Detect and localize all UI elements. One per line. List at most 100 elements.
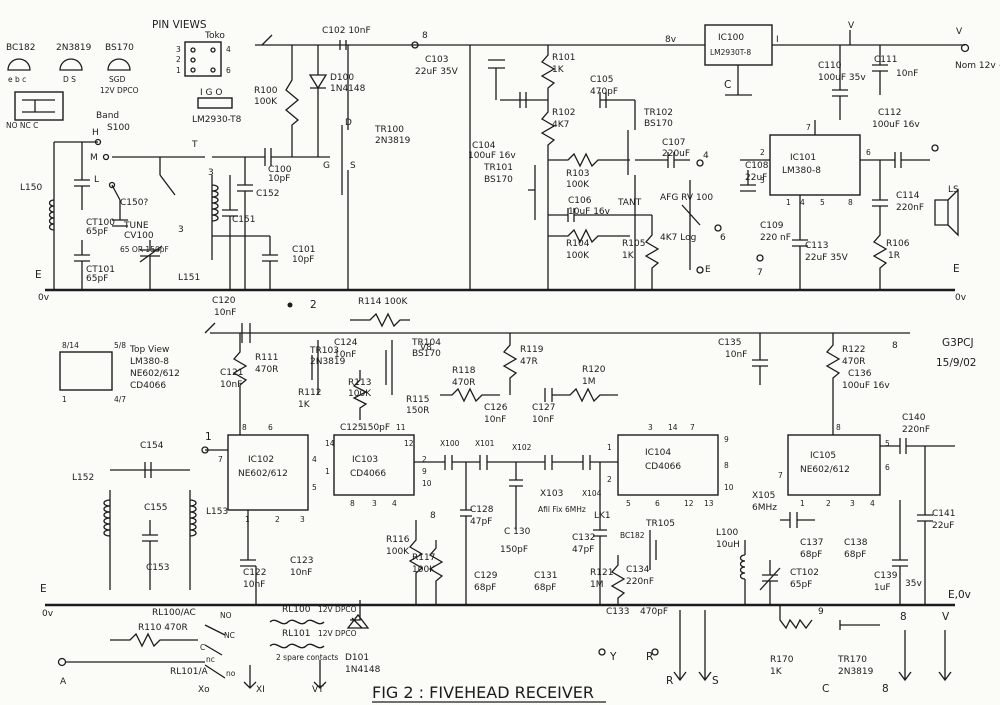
ls-label: LS — [948, 185, 959, 195]
ct100-label: CT100 — [86, 218, 115, 228]
c107-value: 220uF — [662, 149, 690, 159]
c137-label: C137 — [800, 538, 823, 548]
net-S-bottom: S — [712, 675, 719, 687]
band-switch-contact-L[interactable] — [108, 181, 116, 189]
c141-symbol — [917, 446, 933, 605]
r106-label: R106 — [886, 239, 910, 249]
c151-symbol — [222, 175, 238, 290]
terminal-8-top[interactable] — [411, 41, 419, 49]
l152-coil — [103, 490, 111, 590]
terminal-4[interactable] — [696, 159, 704, 167]
tr100-part: 2N3819 — [375, 136, 411, 146]
ic104-pin: 6 — [655, 499, 660, 508]
net-2: 2 — [310, 299, 317, 311]
r117-label: R117 — [412, 553, 435, 563]
tr105-symbol — [649, 530, 657, 570]
r101-label: R101 — [552, 53, 575, 63]
c100-symbol — [212, 148, 330, 166]
net-D-tr100: D — [345, 118, 352, 128]
l150-wire — [53, 141, 98, 290]
c107-symbol — [635, 152, 690, 168]
ct102-symbol[interactable] — [759, 560, 781, 605]
c103-label: C103 — [425, 55, 448, 65]
terminal-Y[interactable] — [598, 648, 606, 656]
r102-symbol — [540, 100, 556, 160]
tr101-symbol — [528, 160, 549, 290]
c133-value: 470pF — [640, 607, 668, 617]
l151-coil — [211, 175, 219, 260]
terminal-6[interactable] — [714, 224, 722, 232]
c136-label: C136 — [848, 369, 872, 379]
ic105-pin: 1 — [800, 499, 805, 508]
ic104-pin: 10 — [724, 483, 734, 492]
ic102-pin: 7 — [218, 455, 223, 464]
r104-label: R104 — [566, 239, 590, 249]
c114-value: 220nF — [896, 203, 924, 213]
topview-part: NE602/612 — [130, 369, 180, 379]
r116-symbol — [408, 520, 424, 605]
ct100-value: 65pF — [86, 227, 108, 237]
tr103-part: 2N3819 — [310, 357, 346, 367]
net-8-right: 8 — [892, 341, 898, 351]
terminal-out[interactable] — [931, 144, 939, 152]
r112-label: R112 — [298, 388, 321, 398]
terminal-R[interactable] — [651, 648, 659, 656]
tr170-symbol — [839, 620, 880, 630]
figure-title: FIG 2 : FIVEHEAD RECEIVER — [372, 683, 594, 702]
c130-label: C 130 — [504, 527, 531, 537]
ic104-pin: 2 — [607, 475, 612, 484]
c125-label: C125 — [340, 423, 363, 433]
l153-coil — [189, 490, 197, 590]
r114-label: R114 100K — [358, 297, 408, 307]
band-switch-contact-M[interactable] — [102, 153, 110, 161]
c102-label: C102 10nF — [322, 26, 371, 36]
toko-pin-label: 2 — [176, 55, 181, 64]
r119-value: 47R — [520, 357, 538, 367]
c104-value: 100uF 16v — [468, 151, 516, 161]
c121-value: 10nF — [220, 380, 242, 390]
r116-label: R116 — [386, 535, 410, 545]
c130-value: 150pF — [500, 545, 528, 555]
net-E-0v-bottom-right: E,0v — [948, 589, 971, 601]
c103-value: 22uF 35V — [415, 67, 459, 77]
r119-symbol — [502, 333, 518, 395]
ic105-ref: IC105 — [810, 451, 836, 461]
toko-pin-label: 4 — [226, 45, 231, 54]
r102-value: 4K7 — [552, 120, 569, 130]
c139-symbol — [892, 500, 908, 605]
cv100-symbol[interactable] — [139, 240, 163, 290]
c124-label: C124 — [334, 338, 358, 348]
c155-c153-symbol — [142, 520, 158, 590]
tr104-label: TR104 — [411, 338, 441, 348]
net-8-r116: 8 — [430, 511, 436, 521]
c155-label: C155 — [144, 503, 167, 513]
terminal-7[interactable] — [756, 254, 764, 262]
r-s-arrows — [673, 610, 712, 682]
date-label: 15/9/02 — [936, 357, 976, 369]
net-C-bottom: C — [822, 683, 829, 695]
c135-value: 10nF — [725, 350, 747, 360]
c152-symbol — [237, 157, 253, 290]
c112-value: 100uF 16v — [872, 120, 920, 130]
afil-label: Afil Fix 6MHz — [538, 505, 586, 514]
top-rail-wire — [255, 34, 660, 46]
terminal-E[interactable] — [696, 266, 704, 274]
toko-pin — [210, 67, 216, 73]
ic104-ref: IC104 — [645, 448, 671, 458]
relay-nc2-label: nc — [206, 655, 215, 664]
terminal-V-12v[interactable] — [960, 43, 970, 53]
r103-symbol — [548, 152, 630, 168]
terminal-A-left[interactable] — [57, 657, 67, 667]
x103-label: X103 — [540, 489, 563, 499]
topview-pin: 8/14 — [62, 341, 79, 350]
net-Ev: E — [705, 265, 711, 275]
rv100-symbol[interactable] — [681, 180, 701, 270]
ic105-pin: 2 — [826, 499, 831, 508]
net-R: R — [646, 651, 653, 663]
c106-label: C106 — [568, 196, 592, 206]
r110-symbol — [110, 632, 198, 648]
net-7: 7 — [757, 268, 763, 278]
r118-symbol — [440, 387, 500, 403]
topview-part: CD4066 — [130, 381, 166, 391]
r100-symbol — [284, 45, 300, 157]
